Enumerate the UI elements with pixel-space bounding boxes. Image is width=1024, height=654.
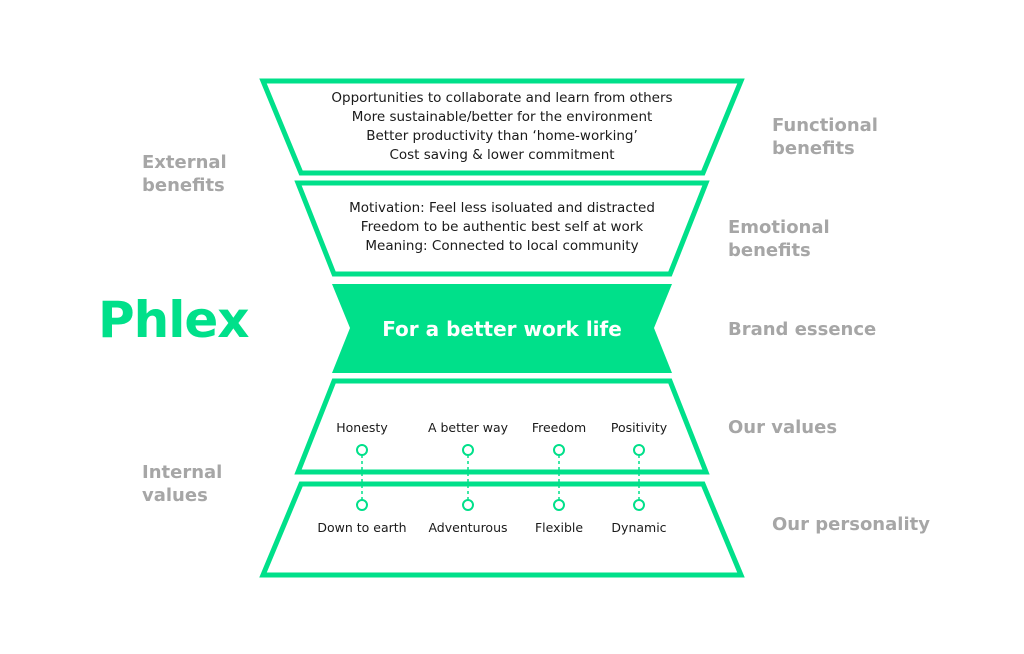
connector-2 [462, 444, 474, 511]
personality-adventurous: Adventurous [428, 520, 508, 535]
connector-3 [553, 444, 565, 511]
functional-benefit-item: Cost saving & lower commitment [389, 147, 615, 163]
our-personality-label: Our personality [772, 514, 930, 535]
internal-values-label: Internal values [142, 462, 223, 506]
emotional-benefits-list: Motivation: Feel less isoluated and dist… [302, 199, 702, 256]
functional-benefit-item: Better productivity than ‘home-working’ [366, 128, 638, 144]
functional-benefits-label: Functional benefits [772, 115, 878, 159]
emotional-benefit-item: Motivation: Feel less isoluated and dist… [349, 200, 655, 216]
functional-tier-frame [259, 78, 745, 176]
essence-tier-shape [332, 284, 672, 373]
value-honesty: Honesty [336, 420, 388, 435]
external-benefits-label: External benefits [142, 152, 227, 196]
brand-essence-label: Brand essence [728, 319, 877, 340]
values-tier-frame [294, 378, 710, 475]
value-a-better-way: A better way [427, 420, 509, 435]
personality-down-to-earth: Down to earth [317, 520, 407, 535]
personality-flexible: Flexible [534, 520, 584, 535]
emotional-benefit-item: Freedom to be authentic best self at wor… [360, 219, 644, 235]
emotional-benefits-label: Emotional benefits [728, 217, 830, 261]
functional-benefit-item: Opportunities to collaborate and learn f… [331, 90, 673, 106]
connector-4 [633, 444, 645, 511]
personality-tier-frame [259, 481, 745, 578]
functional-benefits-list: Opportunities to collaborate and learn f… [302, 89, 702, 165]
value-positivity: Positivity [610, 420, 668, 435]
brand-essence-text: For a better work life [382, 317, 622, 341]
emotional-benefit-item: Meaning: Connected to local community [365, 238, 639, 254]
emotional-tier-frame [294, 180, 710, 277]
functional-benefit-item: More sustainable/better for the environm… [351, 109, 653, 125]
value-freedom: Freedom [531, 420, 587, 435]
phlex-logo: Phlex [98, 291, 250, 349]
our-values-label: Our values [728, 417, 838, 438]
connector-1 [356, 444, 368, 511]
personality-dynamic: Dynamic [611, 520, 667, 535]
